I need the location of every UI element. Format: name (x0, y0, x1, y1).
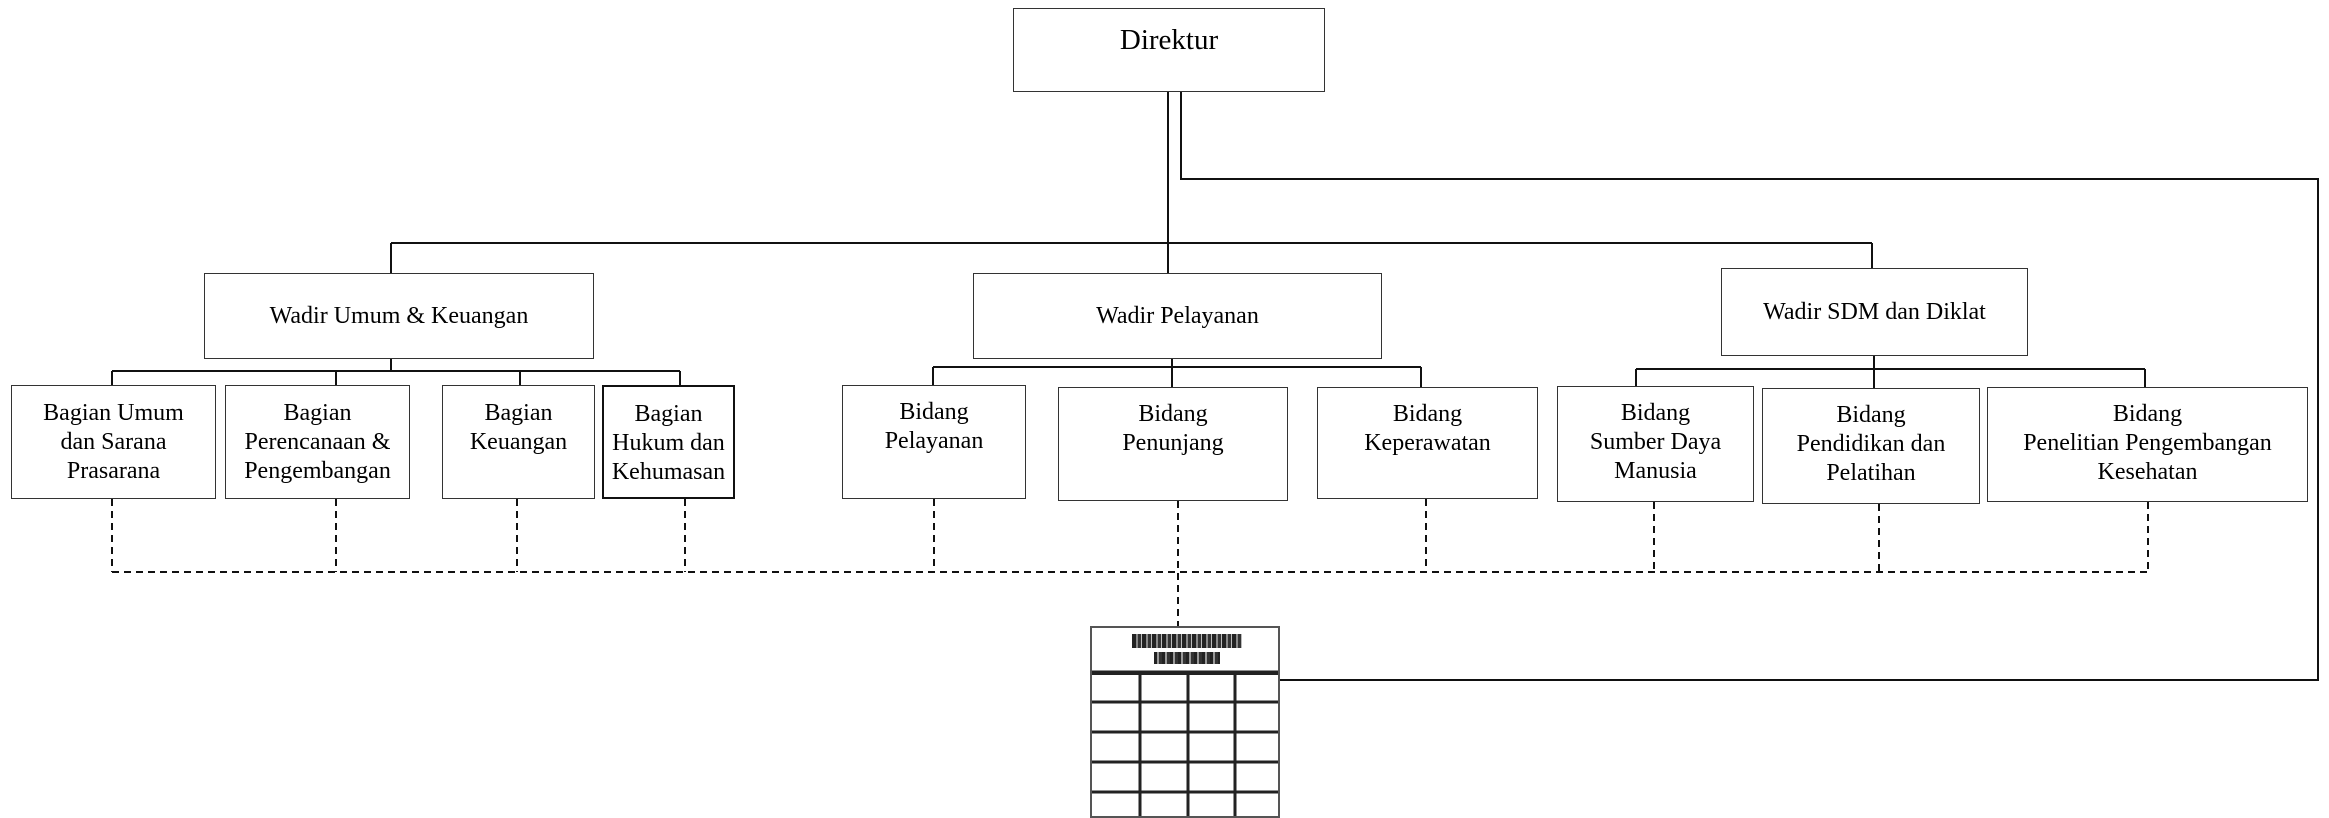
bagian-umum-box: Bagian Umum dan Sarana Prasarana (11, 385, 216, 499)
bidang-sdm-box: Bidang Sumber Daya Manusia (1557, 386, 1754, 502)
bidang-pelayanan-label: Bidang Pelayanan (884, 399, 984, 454)
bidang-sdm-label: Bidang Sumber Daya Manusia (1589, 400, 1722, 484)
bidang-pelayanan-box: Bidang Pelayanan (842, 385, 1026, 499)
bidang-keperawatan-box: Bidang Keperawatan (1317, 387, 1538, 499)
bidang-pendidikan-box: Bidang Pendidikan dan Pelatihan (1762, 388, 1980, 504)
bidang-penelitian-box: Bidang Penelitian Pengembangan Kesehatan (1987, 387, 2308, 502)
wadir-pelayanan-label: Wadir Pelayanan (1096, 302, 1259, 329)
wadir-umum-label: Wadir Umum & Keuangan (269, 302, 529, 329)
bidang-penunjang-box: Bidang Penunjang (1058, 387, 1288, 501)
table-grid (1092, 670, 1278, 816)
bagian-keuangan-box: Bagian Keuangan (442, 385, 595, 499)
bagian-perencanaan-label: Bagian Perencanaan & Pengembangan (244, 400, 391, 484)
bagian-perencanaan-box: Bagian Perencanaan & Pengembangan (225, 385, 410, 499)
wadir-pelayanan-box: Wadir Pelayanan (973, 273, 1382, 359)
bagian-umum-label: Bagian Umum dan Sarana Prasarana (43, 400, 184, 484)
direktur-label: Direktur (1119, 24, 1219, 56)
wadir-sdm-label: Wadir SDM dan Diklat (1763, 298, 1986, 325)
bidang-penelitian-label: Bidang Penelitian Pengembangan Kesehatan (2023, 401, 2272, 485)
bagian-hukum-box: Bagian Hukum dan Kehumasan (602, 385, 735, 499)
wadir-umum-box: Wadir Umum & Keuangan (204, 273, 594, 359)
bagian-hukum-label: Bagian Hukum dan Kehumasan (611, 401, 726, 485)
bidang-penunjang-label: Bidang Penunjang (1122, 401, 1224, 456)
direktur-box: Direktur (1013, 8, 1325, 92)
bidang-pendidikan-label: Bidang Pendidikan dan Pelatihan (1796, 402, 1946, 486)
wadir-sdm-box: Wadir SDM dan Diklat (1721, 268, 2028, 356)
bagian-keuangan-label: Bagian Keuangan (469, 400, 568, 455)
committee-table-image (1090, 626, 1280, 818)
bidang-keperawatan-label: Bidang Keperawatan (1364, 401, 1491, 456)
